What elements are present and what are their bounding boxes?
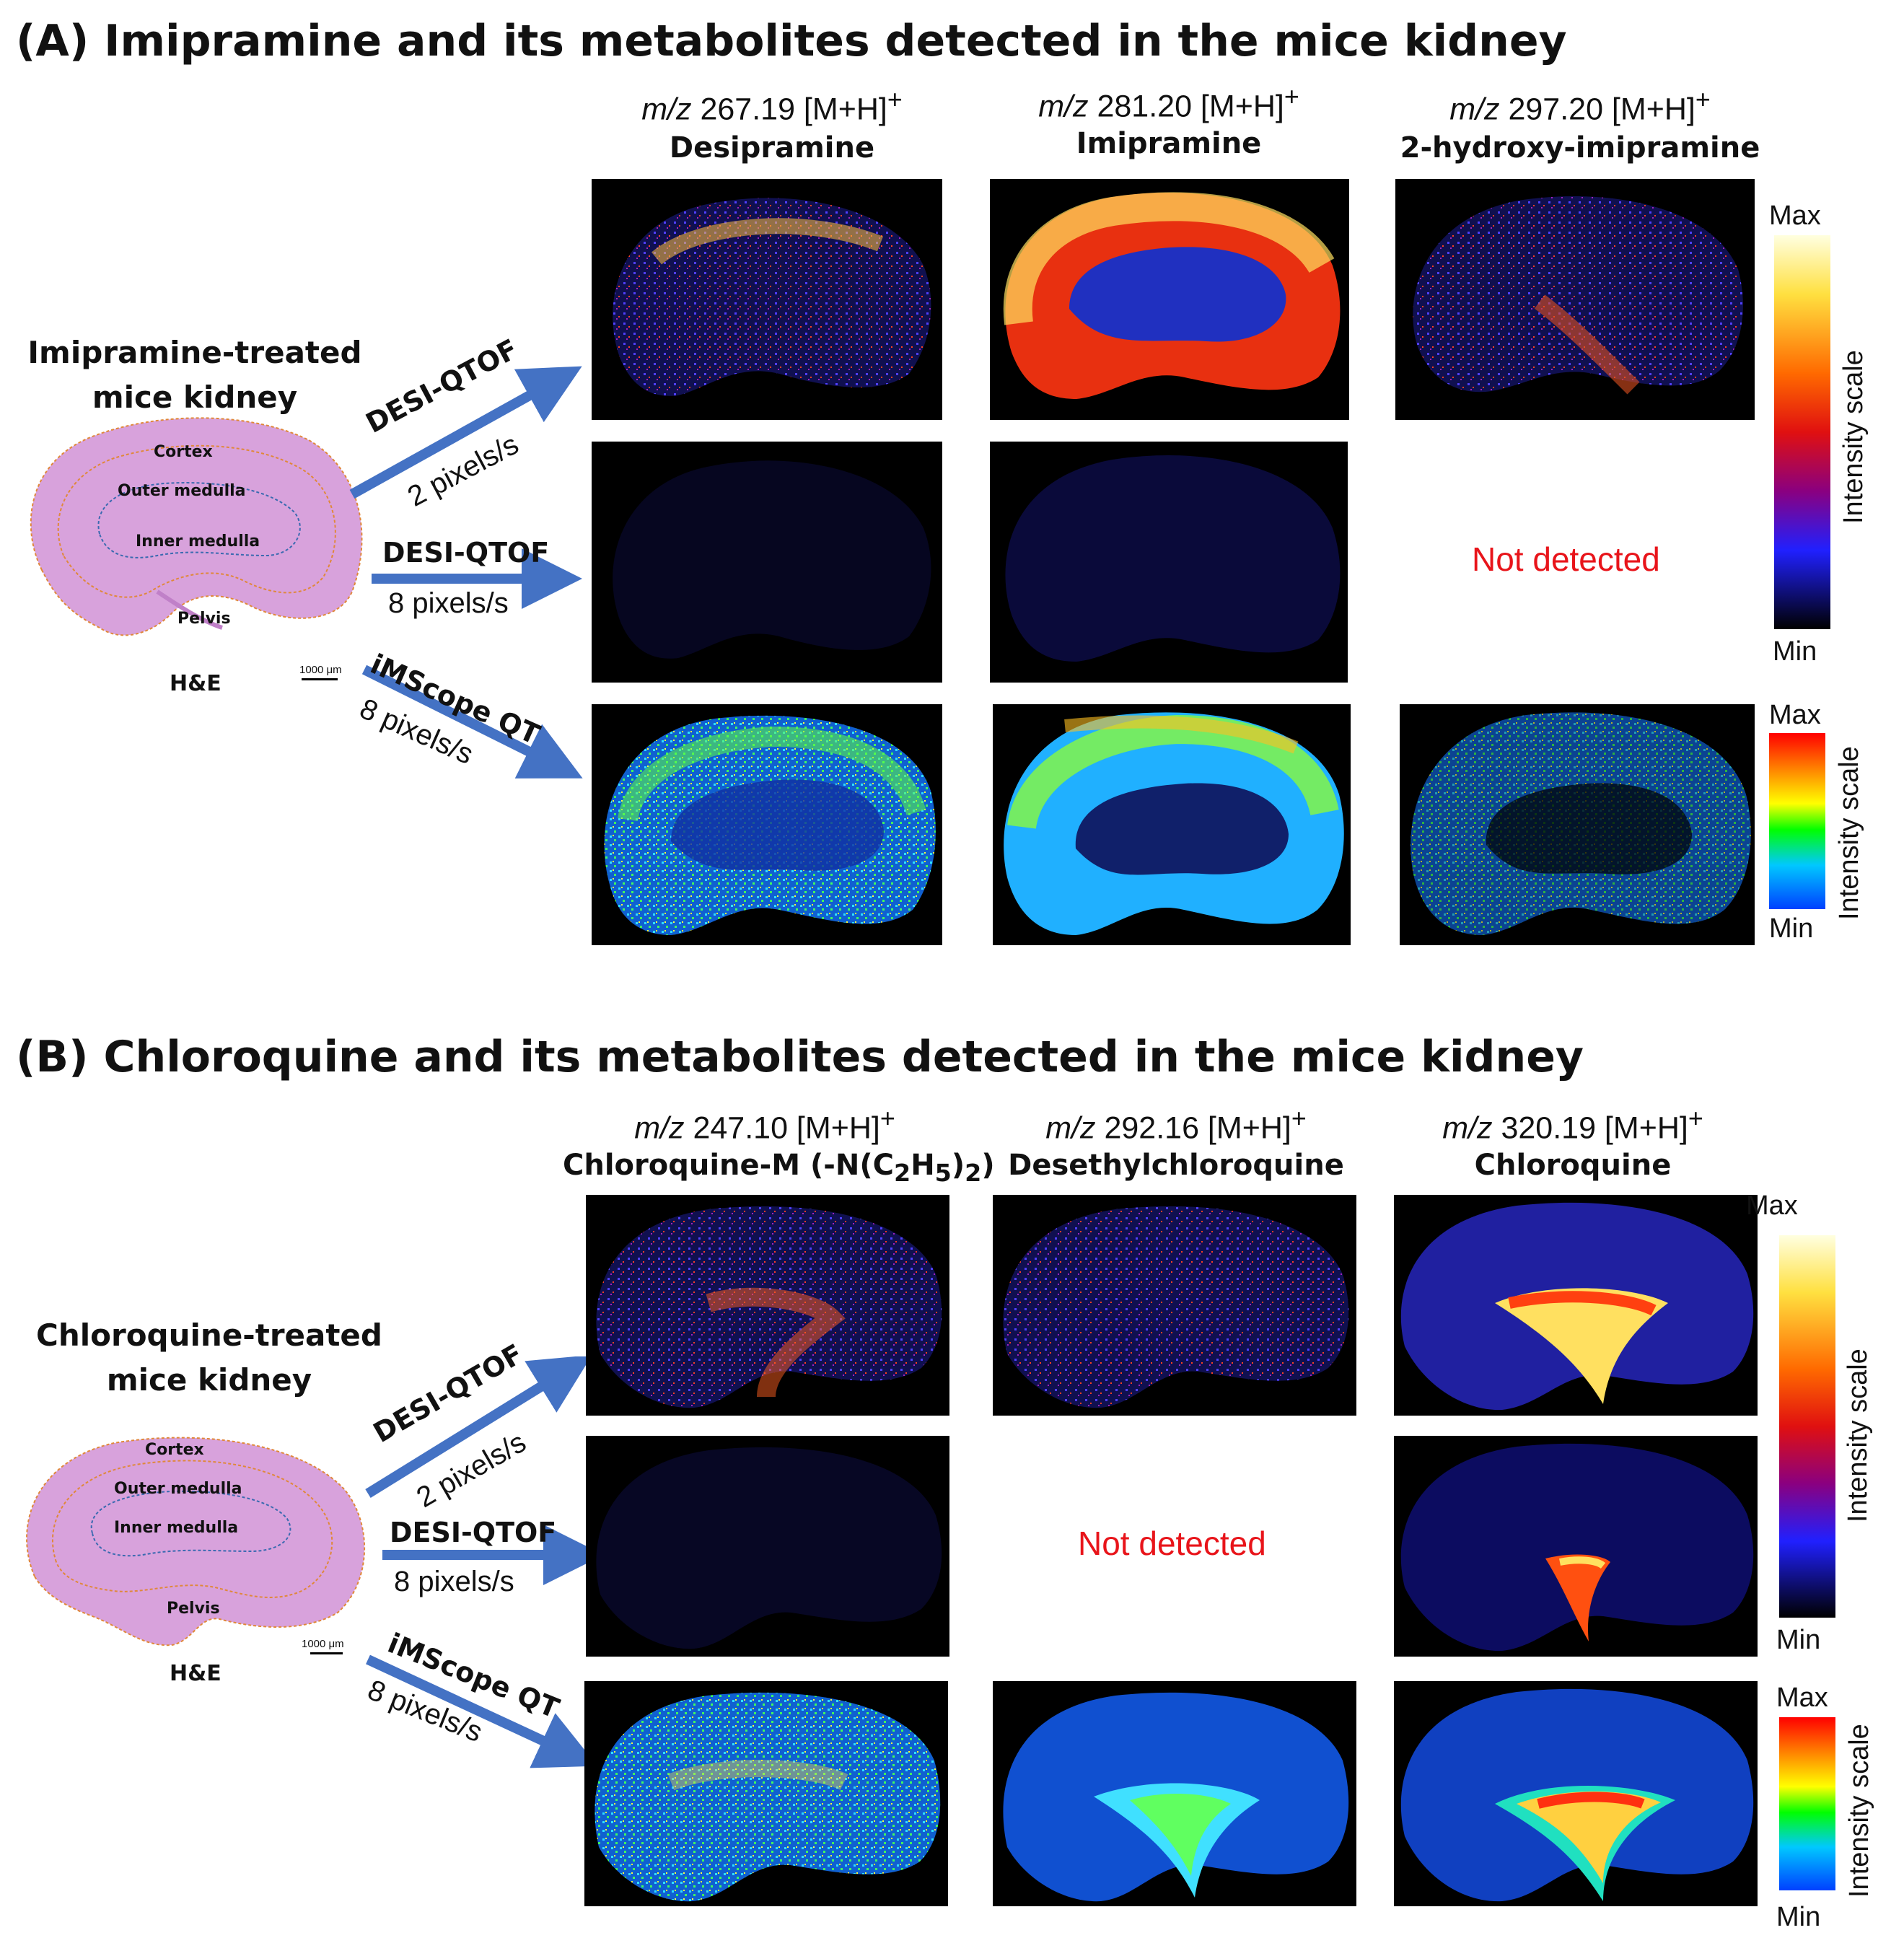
panel-a-image-desi2-desipramine [592, 179, 942, 420]
panel-a-colorbar-hot [1774, 235, 1830, 629]
panel-b-treated-label: Chloroquine-treated mice kidney [36, 1317, 382, 1398]
panel-a-image-imscope-imipramine [993, 704, 1351, 945]
panel-a-arrows [349, 366, 583, 779]
panel-b-image-desi2-desethylchloroquine [993, 1195, 1356, 1416]
panel-a-col1-name: Desipramine [669, 131, 875, 165]
panel-b-he-label: H&E [170, 1661, 221, 1686]
panel-a-colorbar-hot-max: Max [1769, 201, 1821, 231]
panel-a-image-imscope-desipramine [592, 704, 942, 945]
panel-b-col1-mz: m/z 247.10 [M+H]+ [634, 1104, 895, 1146]
label-inner-medulla: Inner medulla [136, 532, 260, 551]
panel-a-colorbar-jet [1769, 733, 1825, 909]
panel-b-he-kidney-image: Cortex Outer medulla Inner medulla Pelvi… [13, 1432, 374, 1649]
panel-b-colorbar-hot-title: Intensity scale [1843, 1349, 1873, 1522]
panel-a-he-kidney-image: Cortex Outer medulla Inner medulla Pelvi… [13, 411, 371, 649]
panel-b-colorbar-jet-title: Intensity scale [1844, 1724, 1874, 1898]
panel-b-col2-mz: m/z 292.16 [M+H]+ [1045, 1104, 1307, 1146]
panel-b-col2-name: Desethylchloroquine [1008, 1149, 1344, 1182]
label-cortex: Cortex [154, 443, 213, 461]
label-outer-medulla: Outer medulla [114, 1480, 242, 1498]
panel-b-col1-name: Chloroquine-M (-N(C2H5)2) [563, 1149, 995, 1187]
panel-b-scale-bar-line [310, 1652, 343, 1654]
label-pelvis: Pelvis [167, 1600, 220, 1618]
panel-b-colorbar-hot-max: Max [1746, 1191, 1798, 1221]
panel-b-image-desi2-chloroquine-m [586, 1195, 949, 1416]
panel-b-colorbar-hot-min: Min [1776, 1625, 1821, 1655]
panel-a-colorbar-hot-min: Min [1773, 636, 1817, 667]
panel-b-image-desi2-chloroquine [1394, 1195, 1758, 1416]
panel-b-arrows [365, 1356, 599, 1768]
panel-a-scale-bar: 1000 μm [299, 664, 342, 676]
panel-b-image-imscope-chloroquine [1394, 1681, 1758, 1906]
panel-b-image-desi8-chloroquine-m [586, 1436, 949, 1657]
panel-a-col3-name: 2-hydroxy-imipramine [1400, 131, 1760, 165]
panel-a-not-detected: Not detected [1472, 540, 1660, 578]
label-inner-medulla: Inner medulla [114, 1519, 239, 1537]
panel-a-rate-2: 8 pixels/s [388, 587, 509, 619]
panel-b-col3-mz: m/z 320.19 [M+H]+ [1442, 1104, 1703, 1146]
label-pelvis: Pelvis [177, 610, 231, 628]
panel-a-image-desi8-imipramine [990, 442, 1348, 683]
panel-b-method-2: DESI-QTOF [390, 1517, 557, 1548]
panel-a-colorbar-hot-title: Intensity scale [1838, 350, 1869, 524]
panel-b-colorbar-hot [1779, 1235, 1835, 1618]
panel-a-image-imscope-hydroxyimipramine [1400, 704, 1755, 945]
panel-b-not-detected: Not detected [1078, 1525, 1266, 1562]
panel-a-title: (A) Imipramine and its metabolites detec… [16, 16, 1567, 66]
label-outer-medulla: Outer medulla [118, 482, 246, 500]
panel-a-method-2: DESI-QTOF [382, 537, 550, 569]
panel-a-colorbar-jet-min: Min [1769, 913, 1814, 944]
label-cortex: Cortex [145, 1441, 204, 1459]
panel-a-scale-bar-line [302, 678, 338, 680]
panel-b-scale-bar: 1000 μm [302, 1638, 344, 1650]
panel-a-col2-mz: m/z 281.20 [M+H]+ [1038, 82, 1299, 124]
panel-a-image-desi2-hydroxyimipramine [1395, 179, 1755, 420]
panel-a-colorbar-jet-title: Intensity scale [1834, 746, 1864, 920]
panel-b-colorbar-jet [1779, 1717, 1835, 1890]
panel-b-title: (B) Chloroquine and its metabolites dete… [16, 1032, 1584, 1082]
panel-a-colorbar-jet-max: Max [1769, 700, 1821, 730]
panel-b-colorbar-jet-min: Min [1776, 1902, 1821, 1932]
panel-a-image-desi2-imipramine [990, 179, 1349, 420]
panel-a-treated-label: Imipramine-treated mice kidney [27, 335, 362, 415]
panel-a-col3-mz: m/z 297.20 [M+H]+ [1449, 85, 1711, 127]
panel-a-col1-mz: m/z 267.19 [M+H]+ [641, 85, 903, 127]
panel-b-image-desi8-chloroquine [1394, 1436, 1758, 1657]
panel-b-col3-name: Chloroquine [1474, 1149, 1672, 1182]
panel-b-image-imscope-chloroquine-m [584, 1681, 948, 1906]
panel-b-colorbar-jet-max: Max [1776, 1683, 1828, 1713]
panel-a-image-desi8-desipramine [592, 442, 942, 683]
panel-b-image-imscope-desethylchloroquine [993, 1681, 1356, 1906]
panel-b-rate-2: 8 pixels/s [394, 1566, 514, 1597]
panel-a-col2-name: Imipramine [1076, 127, 1262, 160]
panel-a-he-label: H&E [170, 671, 221, 696]
